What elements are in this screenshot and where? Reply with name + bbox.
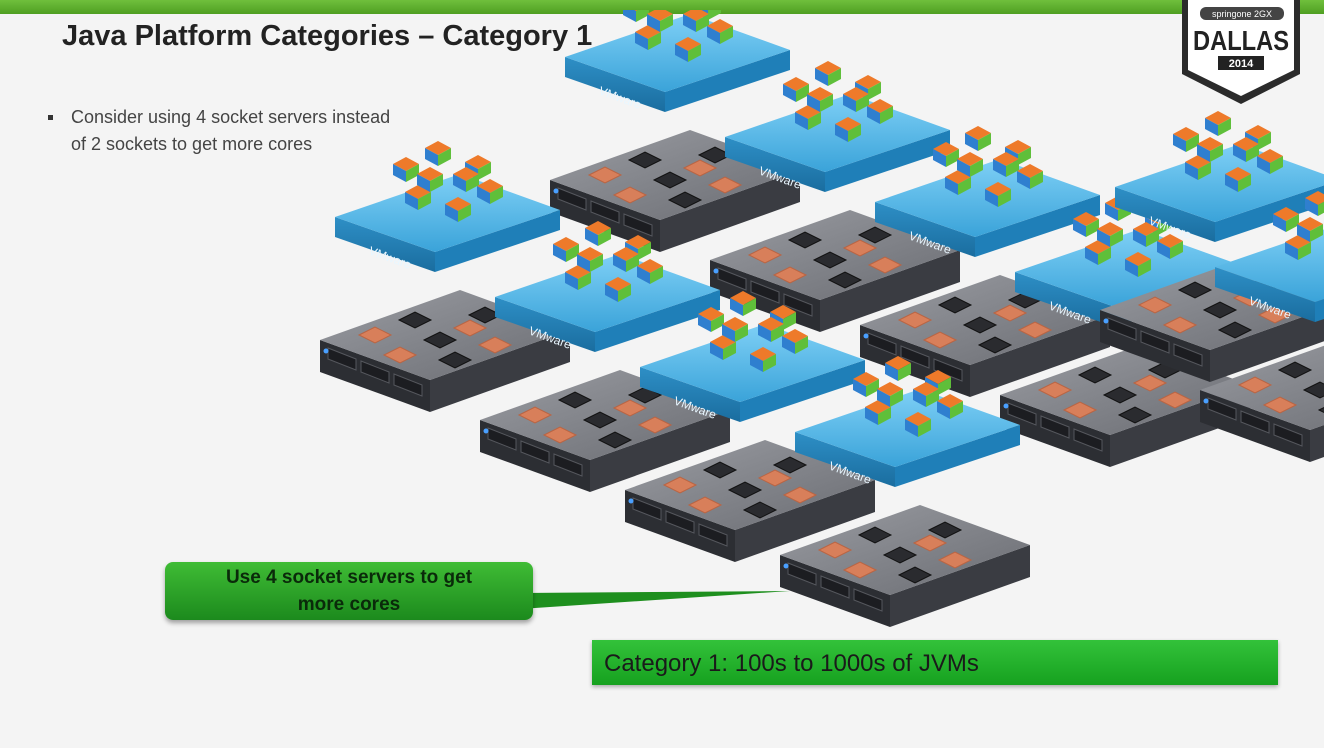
- callout-text: Use 4 socket servers to get more cores: [224, 564, 474, 618]
- category-label-bar: Category 1: 100s to 1000s of JVMs: [592, 640, 1278, 685]
- callout-box: Use 4 socket servers to get more cores: [165, 562, 533, 620]
- host-5: VMware: [320, 141, 570, 412]
- callout-pointer: [520, 585, 790, 615]
- category-label-text: Category 1: 100s to 1000s of JVMs: [604, 650, 979, 678]
